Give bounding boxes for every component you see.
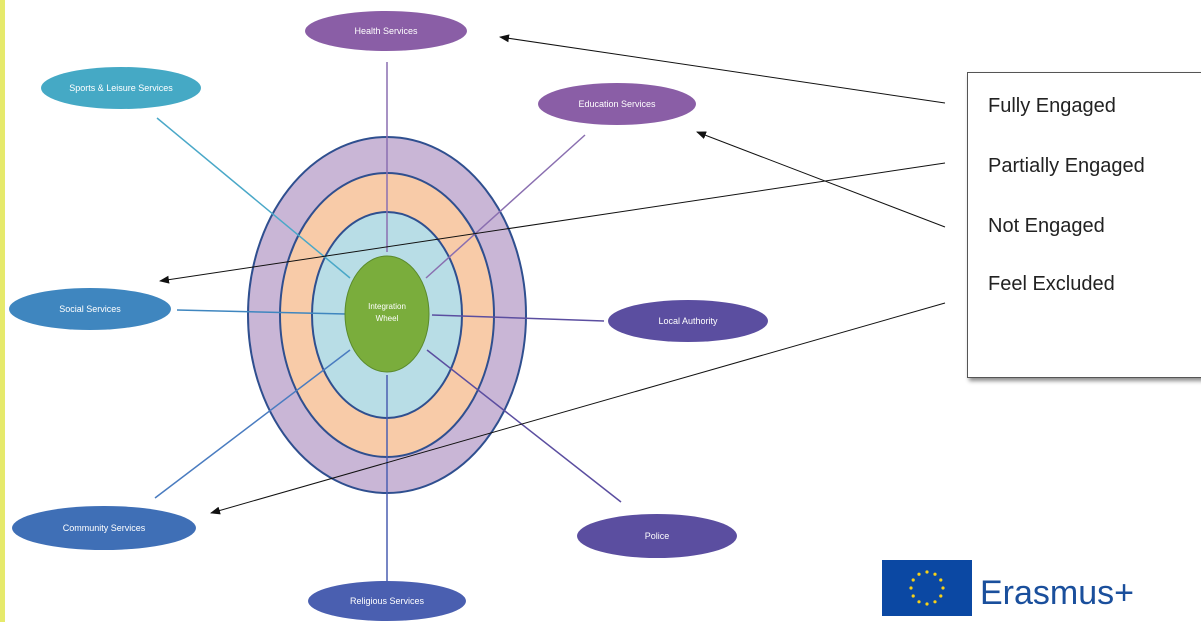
svg-text:Education Services: Education Services bbox=[578, 99, 656, 109]
arrow-not-engaged bbox=[696, 131, 946, 228]
arrow-feel-excluded bbox=[210, 302, 946, 515]
svg-text:Community Services: Community Services bbox=[63, 523, 146, 533]
arrow-fully-engaged bbox=[499, 34, 946, 104]
engagement-legend: Fully Engaged Partially Engaged Not Enga… bbox=[967, 72, 1201, 378]
legend-item-feel-excluded: Feel Excluded bbox=[988, 273, 1115, 295]
integration-wheel-center bbox=[344, 255, 430, 373]
node-health-services: Health Services bbox=[305, 11, 467, 51]
node-local-authority: Local Authority bbox=[608, 300, 768, 342]
center-label-line2: Wheel bbox=[376, 314, 399, 323]
svg-text:Social Services: Social Services bbox=[59, 304, 121, 314]
svg-text:Sports & Leisure Services: Sports & Leisure Services bbox=[69, 83, 173, 93]
svg-text:Local Authority: Local Authority bbox=[658, 316, 718, 326]
spoke-sports bbox=[156, 117, 351, 279]
node-religious-services: Religious Services bbox=[308, 581, 466, 621]
center-label-line1: Integration bbox=[368, 302, 406, 311]
spoke-social bbox=[176, 309, 347, 315]
spoke-local bbox=[431, 314, 605, 322]
left-accent-bar bbox=[0, 0, 5, 622]
legend-item-fully-engaged: Fully Engaged bbox=[988, 95, 1116, 117]
node-sports-leisure-services: Sports & Leisure Services bbox=[41, 67, 201, 109]
erasmus-plus-logo-text: Erasmus+ bbox=[980, 574, 1134, 612]
legend-item-not-engaged: Not Engaged bbox=[988, 215, 1105, 237]
svg-text:Health Services: Health Services bbox=[354, 26, 418, 36]
svg-text:Religious Services: Religious Services bbox=[350, 596, 425, 606]
spoke-community bbox=[154, 349, 351, 499]
node-social-services: Social Services bbox=[9, 288, 171, 330]
legend-item-partially-engaged: Partially Engaged bbox=[988, 155, 1145, 177]
arrow-partially-engaged bbox=[159, 162, 946, 284]
eu-flag-icon bbox=[882, 560, 972, 616]
node-police: Police bbox=[577, 514, 737, 558]
svg-text:Police: Police bbox=[645, 531, 670, 541]
node-education-services: Education Services bbox=[538, 83, 696, 125]
spoke-police bbox=[426, 349, 622, 503]
node-community-services: Community Services bbox=[12, 506, 196, 550]
spoke-education bbox=[425, 134, 586, 279]
